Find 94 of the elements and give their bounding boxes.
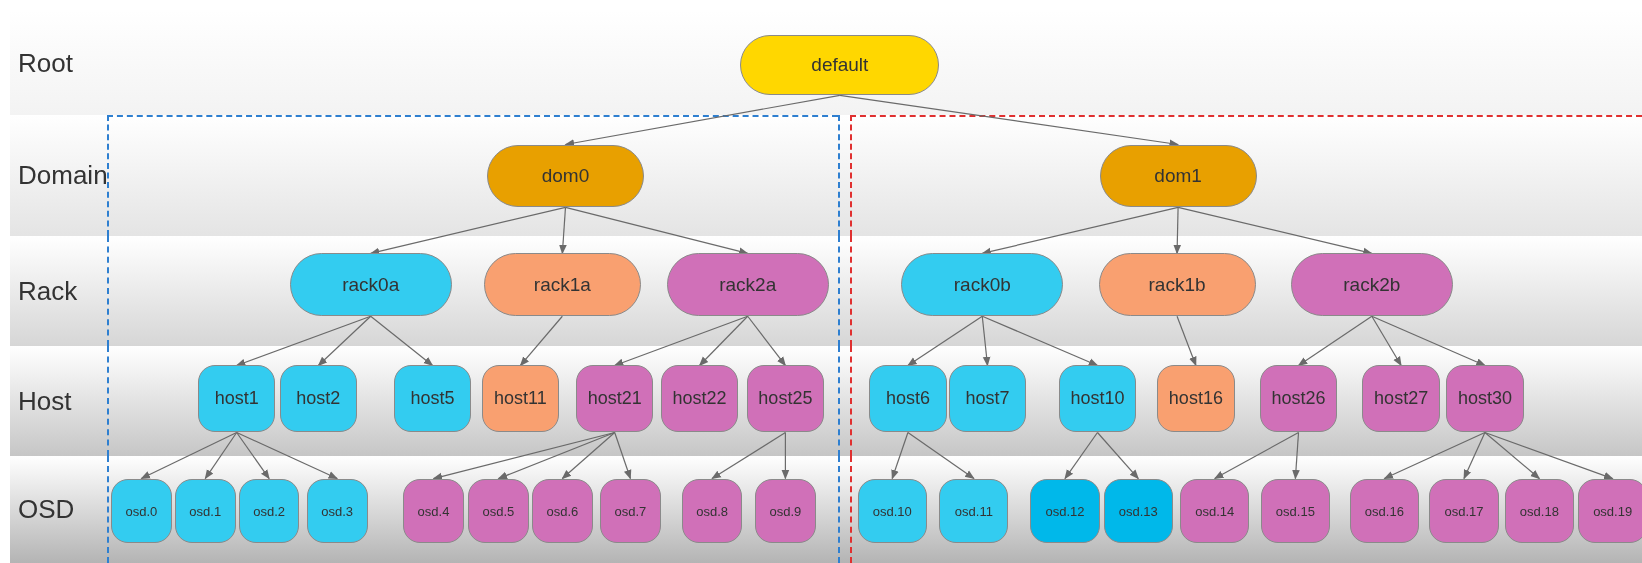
arrow <box>1173 206 1182 255</box>
bucket-node: rack2a <box>666 253 829 317</box>
bucket-node: osd.19 <box>1578 478 1642 544</box>
bucket-node: host10 <box>1058 365 1137 433</box>
bucket-node: dom1 <box>1099 144 1257 208</box>
bucket-node: osd.4 <box>403 478 464 544</box>
arrow <box>891 431 909 480</box>
bucket-node: default <box>740 34 940 96</box>
bucket-node: osd.17 <box>1429 478 1499 544</box>
tier-band <box>10 345 1642 456</box>
arrow <box>1297 315 1373 367</box>
bucket-node: osd.18 <box>1504 478 1574 544</box>
arrow <box>711 431 786 480</box>
arrow <box>497 431 616 480</box>
tier-band <box>10 455 1642 563</box>
arrow <box>613 315 749 367</box>
bucket-node: osd.9 <box>755 478 816 544</box>
bucket-node: osd.3 <box>306 478 368 544</box>
arrow <box>698 315 749 367</box>
arrow <box>564 94 841 147</box>
arrow <box>839 94 1180 148</box>
bucket-node: osd.5 <box>468 478 529 544</box>
arrow <box>432 431 616 481</box>
arrow <box>370 315 434 367</box>
arrow <box>369 206 567 256</box>
arrow <box>614 431 632 480</box>
bucket-node: host26 <box>1259 365 1338 433</box>
arrow <box>236 431 339 480</box>
bucket-node: host30 <box>1446 365 1524 433</box>
bucket-node: host22 <box>660 365 739 433</box>
arrow <box>1484 431 1541 480</box>
arrow <box>236 431 270 480</box>
bucket-node: rack1a <box>483 253 641 317</box>
arrow <box>1213 431 1300 480</box>
bucket-node: rack1b <box>1098 253 1256 317</box>
bucket-node: host16 <box>1157 365 1235 433</box>
tier-label: Root <box>18 47 73 79</box>
bucket-node: osd.15 <box>1260 478 1330 544</box>
bucket-node: osd.6 <box>531 478 593 544</box>
bucket-node: osd.7 <box>600 478 661 544</box>
bucket-node: host2 <box>279 365 358 433</box>
bucket-node: host25 <box>746 365 825 433</box>
bucket-node: osd.2 <box>238 478 300 544</box>
bucket-node: host1 <box>197 365 276 433</box>
bucket-node: osd.1 <box>174 478 236 544</box>
arrow <box>1064 431 1099 480</box>
arrow <box>564 206 749 256</box>
bucket-node: host21 <box>575 365 654 433</box>
bucket-node: host27 <box>1362 365 1440 433</box>
arrow <box>981 315 1099 367</box>
tier-band <box>10 115 1642 236</box>
tier-label: Rack <box>18 275 78 307</box>
bucket-node: osd.8 <box>681 478 743 544</box>
arrow <box>907 431 975 480</box>
bucket-node: osd.14 <box>1180 478 1250 544</box>
tier-label: Domain <box>18 159 108 191</box>
bucket-node: osd.13 <box>1103 478 1173 544</box>
arrow <box>204 431 238 480</box>
bucket-node: rack0b <box>901 253 1064 317</box>
arrow <box>140 431 238 480</box>
arrow <box>907 315 983 367</box>
arrow <box>1484 431 1614 480</box>
arrow <box>235 315 372 367</box>
bucket-node: host7 <box>948 365 1027 433</box>
arrow <box>747 315 786 367</box>
arrow <box>519 315 563 367</box>
arrow <box>1292 431 1300 480</box>
bucket-node: osd.12 <box>1030 478 1100 544</box>
tier-band <box>10 235 1642 346</box>
arrow <box>981 315 991 367</box>
bucket-node: osd.16 <box>1349 478 1419 544</box>
bucket-node: rack2b <box>1290 253 1453 317</box>
bucket-node: rack0a <box>289 253 452 317</box>
bucket-node: dom0 <box>486 144 644 208</box>
arrow <box>1371 315 1486 367</box>
arrow <box>317 315 372 367</box>
bucket-node: osd.10 <box>857 478 927 544</box>
bucket-node: host11 <box>481 365 560 433</box>
arrow <box>981 206 1179 256</box>
bucket-node: host5 <box>393 365 472 433</box>
arrow <box>1463 431 1486 480</box>
arrow <box>781 431 790 480</box>
arrow <box>1176 315 1197 367</box>
tier-label: OSD <box>18 493 75 525</box>
arrow <box>1177 206 1373 256</box>
bucket-node: osd.0 <box>111 478 172 544</box>
bucket-node: host6 <box>869 365 947 433</box>
tier-label: Host <box>18 385 72 417</box>
bucket-node: osd.11 <box>939 478 1009 544</box>
arrow <box>1096 431 1139 480</box>
arrow <box>561 431 616 480</box>
arrow <box>559 206 567 255</box>
arrow <box>1383 431 1486 480</box>
arrow <box>1371 315 1402 367</box>
